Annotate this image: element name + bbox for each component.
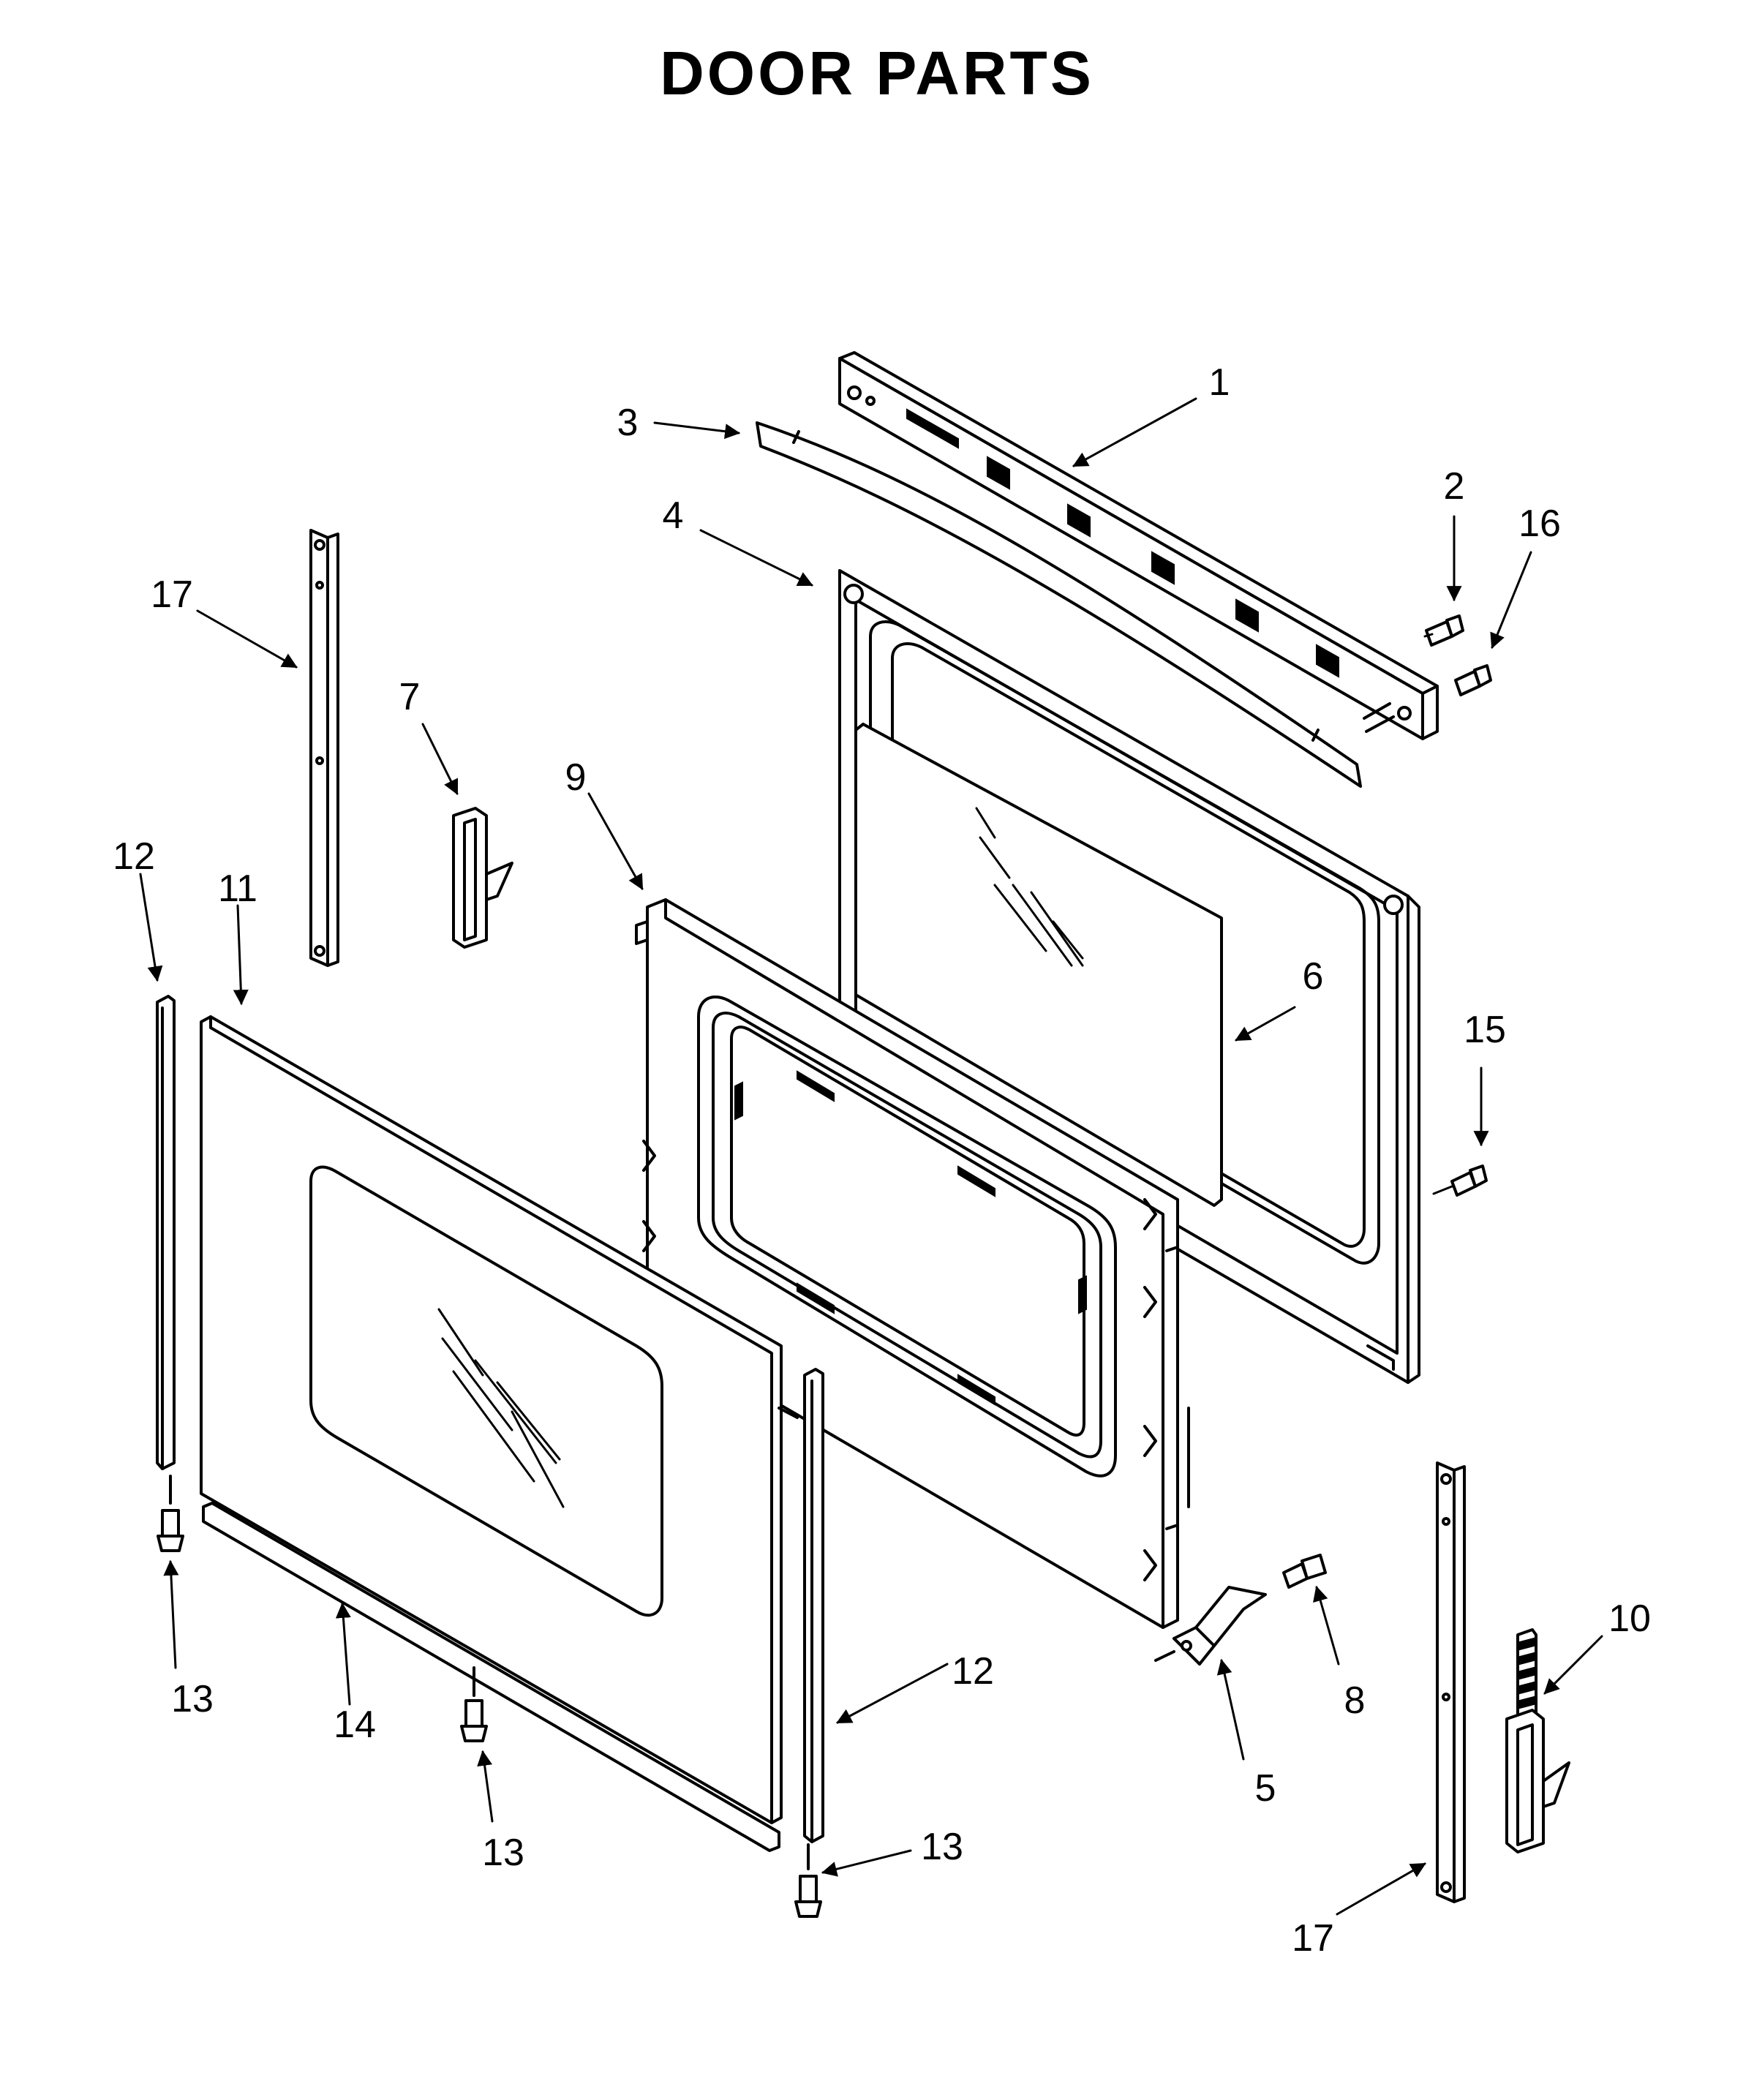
callout-9: 9: [565, 756, 587, 799]
callout-labels: 1 2 16 3 4 17 7 9 6 15 12 11 13 14 13 12…: [113, 361, 1651, 1960]
callout-15: 15: [1464, 1009, 1506, 1051]
part-14-bottom-trim[interactable]: [202, 1502, 780, 1852]
part-13-screw-left[interactable]: [157, 1475, 184, 1552]
part-7-hinge-receptacle[interactable]: [452, 807, 513, 949]
page-title: DOOR PARTS: [660, 39, 1094, 108]
part-12-side-trim-right[interactable]: [803, 1368, 824, 1843]
callout-12-right: 12: [952, 1650, 994, 1693]
part-15-screw[interactable]: [1432, 1164, 1488, 1197]
callout-7: 7: [399, 676, 421, 718]
callout-13-left: 13: [171, 1678, 214, 1720]
vent-slots: [906, 408, 1339, 678]
part-2-screw[interactable]: [1423, 614, 1464, 647]
callout-10: 10: [1608, 1597, 1651, 1640]
part-3-handle[interactable]: [756, 421, 1362, 788]
callout-16: 16: [1518, 503, 1561, 545]
callout-14: 14: [334, 1704, 376, 1746]
part-13-screw-middle[interactable]: [460, 1666, 488, 1742]
callout-6: 6: [1303, 955, 1324, 998]
callout-5: 5: [1255, 1767, 1276, 1810]
part-9-door-liner[interactable]: [635, 898, 1179, 1629]
leader-lines: [139, 397, 1603, 1916]
part-8-screw[interactable]: [1282, 1554, 1327, 1589]
callout-4: 4: [663, 494, 684, 537]
part-13-screw-right[interactable]: [794, 1843, 822, 1918]
callout-8: 8: [1344, 1679, 1366, 1722]
part-17-hinge-channel-right[interactable]: [1436, 1461, 1466, 1903]
part-17-hinge-channel-left[interactable]: [309, 529, 339, 967]
callout-13-right: 13: [921, 1826, 963, 1868]
part-11-outer-door-panel[interactable]: [200, 1015, 783, 1824]
part-1-vent-trim[interactable]: [838, 351, 1439, 740]
part-5-hinge-bracket[interactable]: [1154, 1586, 1267, 1666]
part-16-screw[interactable]: [1454, 664, 1492, 696]
part-10-hinge[interactable]: [1505, 1628, 1570, 1854]
callout-13-middle: 13: [482, 1832, 524, 1874]
callout-1: 1: [1209, 361, 1230, 404]
mounting-lines: [1363, 702, 1395, 733]
part-12-side-trim-left[interactable]: [156, 995, 176, 1470]
callout-3: 3: [617, 402, 639, 444]
callout-17-left: 17: [151, 573, 193, 616]
callout-2: 2: [1444, 465, 1465, 508]
part-6-window-glass[interactable]: [854, 723, 1223, 1207]
trim-guide-line: [778, 1407, 799, 1419]
callout-12-left: 12: [113, 835, 155, 878]
callout-11: 11: [218, 868, 257, 910]
callout-17-right: 17: [1292, 1917, 1334, 1960]
